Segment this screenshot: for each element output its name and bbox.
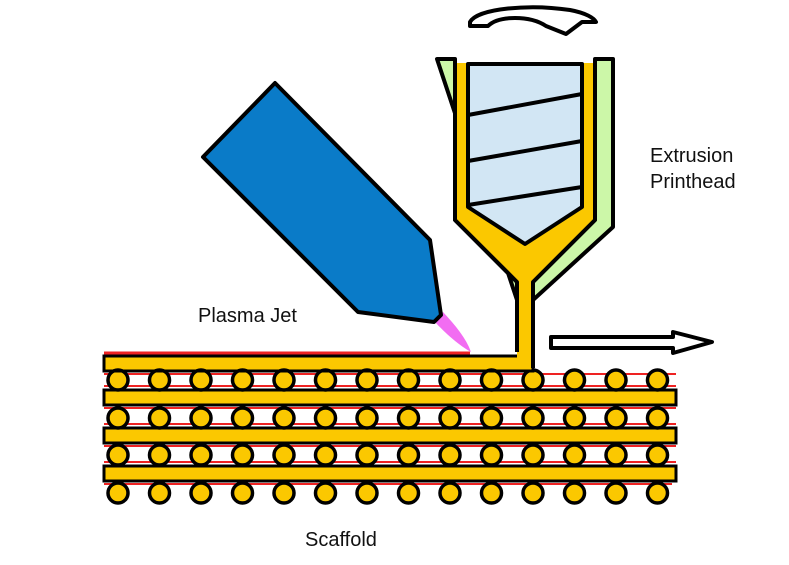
scaffold-fiber-cross-section [106, 481, 130, 505]
scaffold-fiber-cross-section [313, 443, 338, 467]
extrusion-printhead [435, 57, 615, 368]
scaffold-fiber-cross-section [562, 368, 587, 392]
scaffold-fiber-cross-section [189, 406, 213, 430]
scaffold-fiber-cross-section [479, 406, 504, 430]
scaffold-fiber-horizontal [102, 464, 678, 483]
scaffold-fiber-cross-section [645, 443, 670, 467]
scaffold-fiber-cross-section [189, 443, 213, 467]
scaffold-fiber-horizontal [102, 354, 535, 373]
scaffold-fiber-cross-section [438, 481, 462, 505]
scaffold-fiber-cross-section [645, 406, 670, 430]
scaffold-label: Scaffold [305, 529, 377, 551]
scaffold-fiber-cross-section [230, 481, 255, 505]
plasma-jet-body [201, 81, 443, 324]
scaffold-fiber-cross-section [272, 368, 296, 392]
screw-thread [467, 185, 583, 207]
extrusion-screw [466, 62, 584, 246]
scaffold-fiber-cross-section [562, 481, 587, 505]
scaffold-fiber-cross-section [521, 406, 545, 430]
scaffold-fiber-cross-section [272, 443, 296, 467]
scaffold-fiber-cross-section [396, 406, 421, 430]
scaffold-fiber-cross-section [355, 443, 379, 467]
scaffold-fiber-cross-section [438, 406, 462, 430]
scaffold-fiber-cross-section [355, 368, 379, 392]
scaffold-fiber-cross-section [604, 406, 628, 430]
scaffold-fiber-cross-section [645, 481, 670, 505]
scaffold-fiber-cross-section [106, 368, 130, 392]
scaffold-fiber-cross-section [604, 481, 628, 505]
scaffold-fiber-cross-section [562, 443, 587, 467]
right-arrow-icon [549, 330, 714, 355]
scaffold-fiber-cross-section [645, 368, 670, 392]
scaffold-fiber-cross-section [147, 368, 172, 392]
plasma-jet [201, 81, 471, 352]
scaffold-fiber-cross-section [313, 481, 338, 505]
scaffold-fiber-cross-section [147, 406, 172, 430]
scaffold-fiber-cross-section [355, 406, 379, 430]
scaffold-fiber-cross-section [230, 368, 255, 392]
scaffold-fiber-cross-section [396, 443, 421, 467]
scaffold-fiber-cross-section [230, 406, 255, 430]
scaffold-fiber-cross-section [396, 481, 421, 505]
extrusion-printhead-label-line2: Printhead [650, 171, 736, 193]
scaffold-fiber-cross-section [604, 368, 628, 392]
plasma-jet-label: Plasma Jet [198, 305, 297, 327]
scaffold-fiber-cross-section [189, 481, 213, 505]
scaffold-fiber-cross-section [438, 368, 462, 392]
scaffold-fiber-cross-section [479, 481, 504, 505]
scaffold-fiber-cross-section [521, 443, 545, 467]
scaffold-fiber-cross-section [438, 443, 462, 467]
scaffold-fiber-cross-section [396, 368, 421, 392]
scaffold-fiber-cross-section [147, 481, 172, 505]
extrusion-printhead-label-line1: Extrusion [650, 145, 733, 167]
scaffold-fiber-horizontal [102, 426, 678, 445]
scaffold-fiber-cross-section [272, 406, 296, 430]
scaffold-fiber-cross-section [106, 406, 130, 430]
scaffold-fiber-cross-section [521, 481, 545, 505]
scaffold-fiber-horizontal [102, 388, 678, 407]
scaffold-fiber-cross-section [189, 368, 213, 392]
scaffold-fiber-cross-section [604, 443, 628, 467]
scaffold-fiber-cross-section [562, 406, 587, 430]
scaffold-fiber-cross-section [355, 481, 379, 505]
screw-thread [467, 139, 583, 163]
scaffold-fiber-cross-section [230, 443, 255, 467]
plasma-plume [434, 312, 471, 352]
scaffold-fiber-cross-section [479, 443, 504, 467]
scaffold-fiber-cross-section [313, 368, 338, 392]
scaffold-fiber-cross-section [106, 443, 130, 467]
scaffold-fiber-cross-section [147, 443, 172, 467]
scaffold [102, 282, 678, 505]
scaffold-fiber-cross-section [313, 406, 338, 430]
rotation-arrow-icon [468, 5, 598, 36]
scaffold-fiber-cross-section [272, 481, 296, 505]
printhead-inner-wall [453, 59, 597, 368]
scaffold-fiber-cross-section [521, 368, 545, 392]
scaffold-fiber-cross-section [479, 368, 504, 392]
screw-thread [467, 92, 583, 117]
